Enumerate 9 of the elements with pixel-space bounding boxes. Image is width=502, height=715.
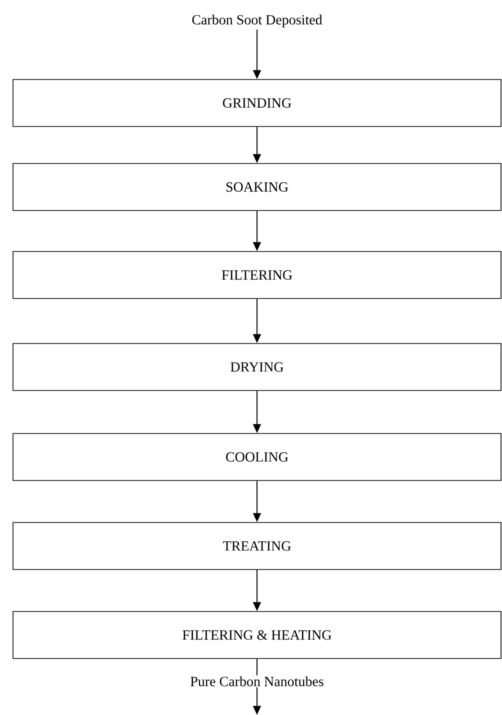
edge-label: Pure Carbon Nanotubes (189, 675, 325, 688)
process-box: SOAKING (12, 163, 502, 211)
process-box: TREATING (12, 522, 502, 570)
process-box: FILTERING (12, 251, 502, 299)
start-label: Carbon Soot Deposited (192, 14, 322, 28)
process-box: GRINDING (12, 79, 502, 127)
process-box: COOLING (12, 433, 502, 481)
process-box: FILTERING & HEATING (12, 611, 502, 659)
process-box: DRYING (12, 343, 502, 391)
